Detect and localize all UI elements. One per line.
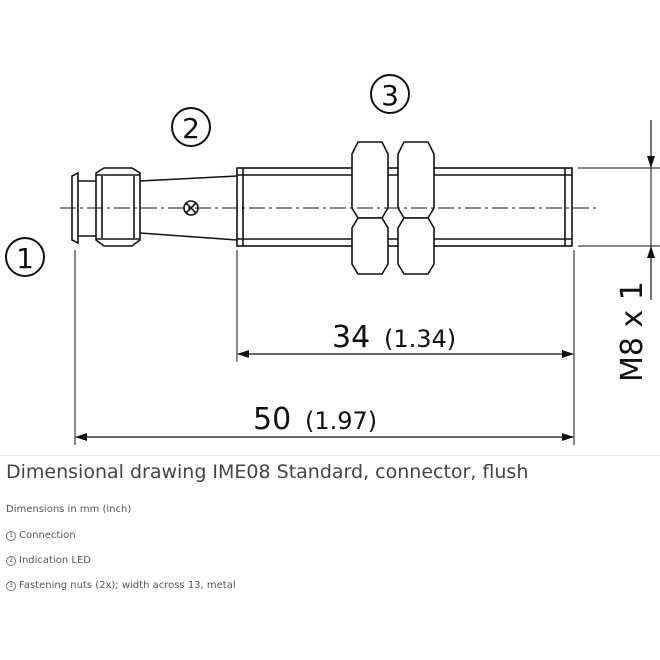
callout-3: 3 xyxy=(370,74,410,114)
extension-lines xyxy=(74,167,660,445)
thread-label: M8 x 1 xyxy=(615,281,650,382)
dim-34-value: 34 xyxy=(332,320,370,355)
callout-1: 1 xyxy=(5,237,45,277)
units-note: Dimensions in mm (inch) xyxy=(6,504,132,515)
dim-50-inch: (1.97) xyxy=(305,407,377,435)
dim-34-inch: (1.34) xyxy=(384,325,456,353)
sensor-outline xyxy=(71,141,573,275)
number-badge-1: 1 xyxy=(6,531,16,541)
svg-text:1: 1 xyxy=(16,242,34,275)
dimensional-drawing: 34 (1.34) 50 (1.97) M8 x 1 1 2 3 xyxy=(5,74,660,445)
separator xyxy=(0,455,660,456)
number-badge-2: 2 xyxy=(6,556,16,566)
callout-2: 2 xyxy=(171,107,211,147)
svg-text:2: 2 xyxy=(182,112,200,145)
legend-text: Indication LED xyxy=(19,555,91,566)
legend-text: Connection xyxy=(19,530,76,541)
svg-text:3: 3 xyxy=(381,79,399,112)
figure-caption: Dimensional drawing IME08 Standard, conn… xyxy=(6,461,529,483)
number-badge-3: 3 xyxy=(6,581,16,591)
legend-text: Fastening nuts (2x); width across 13, me… xyxy=(19,580,236,591)
dim-50-value: 50 xyxy=(253,402,291,437)
